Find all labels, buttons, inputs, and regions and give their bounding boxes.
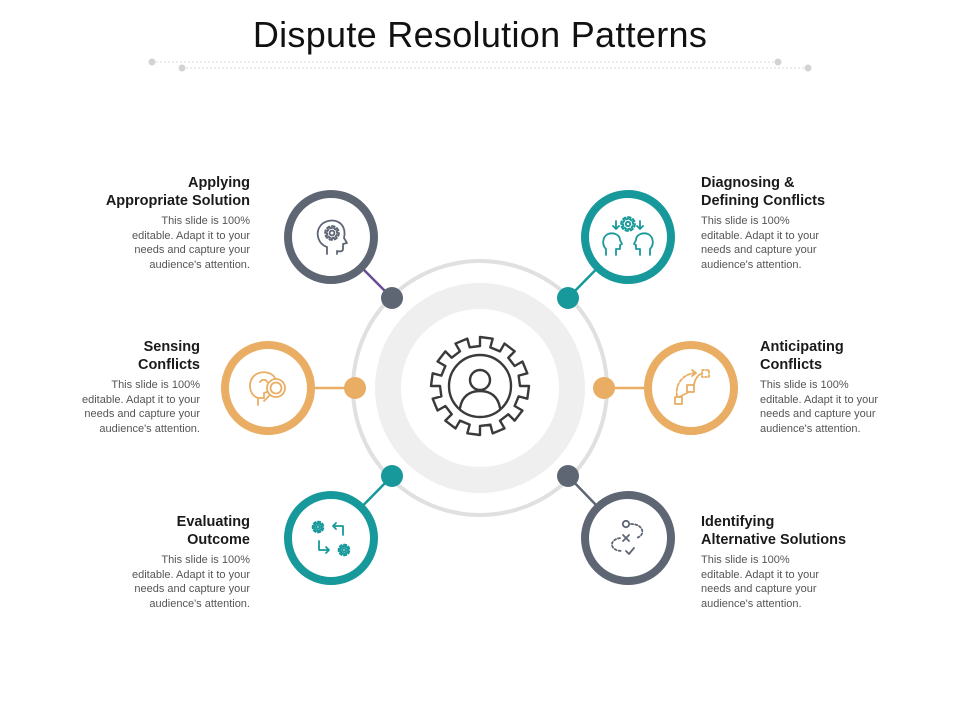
gear-user-icon <box>429 335 531 437</box>
connector-dot-diagnosing <box>557 287 579 309</box>
item-circle-applying <box>284 190 378 284</box>
connector-dot-evaluating <box>381 465 403 487</box>
item-heading: Diagnosing & Defining Conflicts <box>701 175 826 209</box>
connector-dot-anticipating <box>593 377 615 399</box>
inner-disc <box>401 309 559 467</box>
connector-dot-applying <box>381 287 403 309</box>
path-nodes-icon <box>674 369 710 405</box>
item-description: This slide is 100% editable. Adapt it to… <box>131 215 250 271</box>
item-identifying: Identifying Alternative Solutions This s… <box>701 513 901 611</box>
item-heading: Applying Appropriate Solution <box>105 175 250 209</box>
gears-arrows-icon <box>311 520 351 557</box>
items <box>221 190 738 585</box>
item-description: This slide is 100% editable. Adapt it to… <box>81 379 200 435</box>
item-anticipating: Anticipating Conflicts This slide is 100… <box>760 338 960 436</box>
item-heading: Anticipating Conflicts <box>760 339 844 373</box>
item-sensing: Sensing Conflicts This slide is 100% edi… <box>0 338 200 436</box>
title-divider <box>148 58 812 72</box>
item-circle-anticipating <box>644 341 738 435</box>
connectors <box>314 268 645 507</box>
item-description: This slide is 100% editable. Adapt it to… <box>131 554 250 610</box>
item-circle-diagnosing <box>581 190 675 284</box>
item-evaluating: Evaluating Outcome This slide is 100% ed… <box>50 513 250 611</box>
options-path-icon <box>611 519 644 555</box>
connector-dot-sensing <box>344 377 366 399</box>
item-description: This slide is 100% editable. Adapt it to… <box>760 379 879 435</box>
two-heads-gear-icon <box>602 216 654 256</box>
item-heading: Sensing Conflicts <box>137 339 200 373</box>
item-description: This slide is 100% editable. Adapt it to… <box>701 554 820 610</box>
item-diagnosing: Diagnosing & Defining Conflicts This sli… <box>701 174 901 272</box>
item-description: This slide is 100% editable. Adapt it to… <box>701 215 820 271</box>
item-circle-sensing <box>221 341 315 435</box>
head-magnifier-icon <box>249 371 286 406</box>
head-gear-icon <box>316 219 348 255</box>
item-heading: Evaluating Outcome <box>176 514 250 548</box>
center-hub <box>351 259 609 517</box>
item-circle-identifying <box>581 491 675 585</box>
page-title: Dispute Resolution Patterns <box>252 14 708 55</box>
item-heading: Identifying Alternative Solutions <box>701 514 847 548</box>
item-applying: Applying Appropriate Solution This slide… <box>50 174 250 272</box>
item-circle-evaluating <box>284 491 378 585</box>
connector-dot-identifying <box>557 465 579 487</box>
